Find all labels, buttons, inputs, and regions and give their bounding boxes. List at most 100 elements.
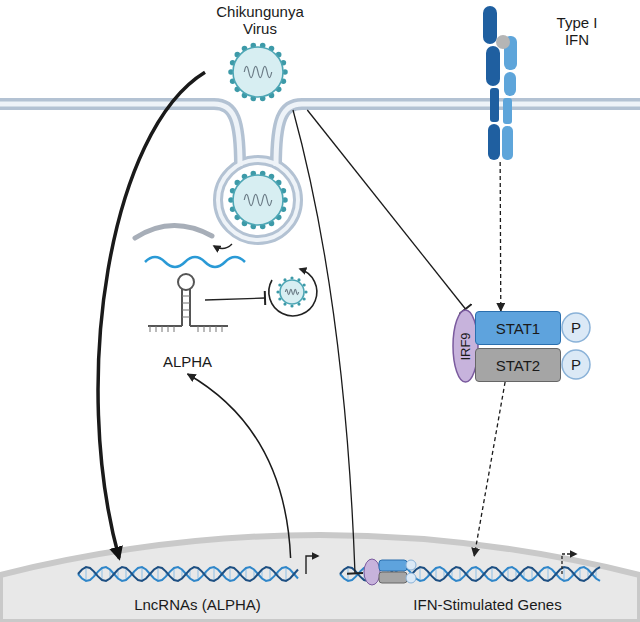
base-pair: [286, 567, 287, 581]
virus-genome: [244, 194, 271, 205]
phospho-circle: P: [561, 312, 591, 343]
base-pair: [420, 567, 421, 581]
base-pair: [580, 568, 581, 580]
phospho-circle: P: [561, 349, 591, 380]
node-label: ALPHA: [145, 353, 230, 370]
ifn-receptor: [483, 6, 517, 160]
membrane-inner: [276, 104, 640, 166]
base-pair: [492, 567, 493, 581]
transcription-arrow: [562, 554, 576, 574]
base-pair: [476, 567, 477, 581]
phospho-shape: [406, 573, 416, 583]
hairpin-tick: [216, 326, 217, 332]
base-pair: [436, 568, 437, 580]
base-pair: [230, 567, 231, 581]
base-pair: [548, 567, 549, 581]
base-pair: [158, 567, 159, 581]
hairpin-tick: [174, 326, 175, 332]
host-rna: [145, 257, 245, 267]
node-outline-shape: [562, 350, 590, 379]
hairpin-tick: [168, 326, 169, 332]
virus-capsid: [233, 175, 283, 225]
vesicle-inner: [218, 160, 298, 240]
isg-gene-box: IFN-Stimulated Genes: [355, 556, 620, 618]
base-pair: [246, 568, 247, 580]
virus-label-box: Chikungunya Virus: [205, 2, 315, 110]
receptor-domain: [503, 98, 512, 124]
node-label: STAT2: [496, 357, 540, 374]
base-pair: [532, 568, 533, 580]
base-pair: [174, 568, 175, 580]
connector: [188, 374, 291, 558]
base-pair: [126, 568, 127, 580]
stat1-shape: [379, 560, 407, 571]
virus-genome: [285, 289, 298, 294]
inhibition-line: [205, 298, 265, 300]
base-pair: [198, 568, 199, 580]
receptor-domain: [490, 88, 499, 122]
hairpin-tick: [198, 326, 199, 332]
hairpin-tick: [150, 326, 151, 332]
base-pair: [270, 568, 271, 580]
connector: [98, 72, 205, 558]
stat2-box: STAT2: [475, 348, 561, 382]
virus-particles: [228, 43, 307, 308]
virus-spike: [290, 304, 293, 307]
virus-genome: [244, 66, 271, 77]
hairpin-tick: [204, 326, 205, 332]
node-label: Type I IFN: [548, 14, 606, 48]
nucleus: [0, 535, 640, 622]
receptor-domain: [488, 124, 500, 160]
base-pair: [460, 568, 461, 580]
connector: [474, 382, 505, 556]
connector: [499, 162, 501, 311]
node-label: STAT1: [496, 320, 540, 337]
virus-spike: [276, 290, 279, 293]
hairpin-tick: [162, 326, 163, 332]
ifn-ligand: [496, 35, 510, 49]
virus-capsid: [280, 280, 304, 304]
base-pair: [348, 567, 349, 581]
uncoating-arrow: [214, 244, 232, 249]
stat1-box: STAT1: [475, 311, 561, 345]
replication-cycle: [269, 269, 317, 316]
transcription-arrow: [306, 556, 318, 574]
node-outline-shape: [562, 313, 590, 342]
virus-particle: [228, 171, 288, 230]
receptor-domain: [486, 46, 500, 86]
receptor-domain: [483, 6, 497, 44]
plasma-membrane: [276, 104, 640, 166]
receptor-domain: [502, 126, 513, 160]
base-pair: [102, 568, 103, 580]
connector: [293, 110, 355, 573]
node-label: P: [571, 319, 581, 336]
node-label: Chikungunya Virus: [205, 3, 315, 37]
node-label: P: [571, 356, 581, 373]
hairpin-tick: [156, 326, 157, 332]
base-pair: [86, 567, 87, 581]
phospho-shape: [406, 560, 416, 570]
virus-spike: [304, 290, 307, 293]
receptor-label-box: Type I IFN: [480, 2, 635, 162]
node-label: LncRNAs (ALPHA): [75, 596, 320, 613]
hairpin-ticks: [150, 326, 222, 332]
hairpin-rungs: [182, 296, 190, 317]
membrane-inner: [0, 104, 240, 166]
dna-strand: [78, 567, 298, 581]
base-pair: [564, 567, 565, 581]
virus-particle: [276, 276, 307, 307]
irf9-shape: [364, 559, 380, 585]
plasma-membrane: [0, 104, 240, 166]
virus-capsid: [233, 47, 283, 97]
lncrna-gene-box: LncRNAs (ALPHA): [75, 558, 320, 618]
hairpin-stem: [148, 289, 228, 326]
receptor-domain: [504, 72, 516, 96]
stat2-shape: [379, 572, 407, 583]
dna-helix: [78, 567, 298, 581]
endosome-vesicle: [218, 160, 298, 240]
hairpin-tick: [222, 326, 223, 332]
hairpin-tick: [210, 326, 211, 332]
base-pair: [142, 567, 143, 581]
